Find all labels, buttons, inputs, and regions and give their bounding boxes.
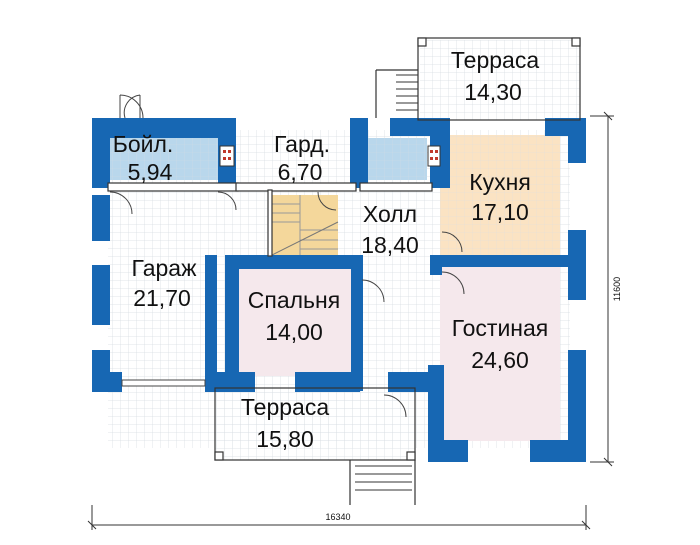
- boiler-name: Бойл.: [113, 131, 174, 157]
- boiler-grid: [108, 138, 218, 180]
- bedroom-area: 14,00: [265, 319, 323, 345]
- hall-name: Холл: [363, 201, 417, 227]
- terrace-top-name: Терраса: [451, 47, 539, 73]
- door-swing-icon: [109, 94, 465, 418]
- wardrobe-area: 6,70: [278, 159, 323, 185]
- bedroom-fill: [238, 268, 351, 376]
- hall-boiler-grid: [365, 138, 427, 180]
- boiler-area: 5,94: [128, 159, 173, 185]
- garage-area: 21,70: [133, 285, 191, 311]
- living-name: Гостиная: [452, 315, 549, 341]
- interior-partitions: [107, 182, 433, 257]
- terrace-bottom-area: 15,80: [256, 426, 314, 452]
- dimension-lines: [87, 111, 614, 530]
- wardrobe-name: Гард.: [274, 131, 330, 157]
- kitchen-name: Кухня: [469, 169, 531, 195]
- terrace-top-area: 14,30: [464, 79, 522, 105]
- kitchen-area: 17,10: [471, 199, 529, 225]
- stair-icon: [267, 195, 339, 258]
- hall-area: 18,40: [361, 232, 419, 258]
- living-fill: [440, 266, 560, 441]
- living-area: 24,60: [471, 347, 529, 373]
- chimney-icon: [219, 145, 441, 167]
- kitchen-grid: [440, 135, 560, 255]
- terrace-bottom-name: Терраса: [241, 394, 329, 420]
- dimension-height: 11600: [612, 277, 622, 301]
- garage-name: Гараж: [132, 255, 198, 281]
- bedroom-name: Спальня: [248, 287, 340, 313]
- dimension-width: 16340: [325, 512, 350, 522]
- terrace-bottom-frame: [214, 387, 416, 505]
- terrace-top-frame: [375, 37, 581, 121]
